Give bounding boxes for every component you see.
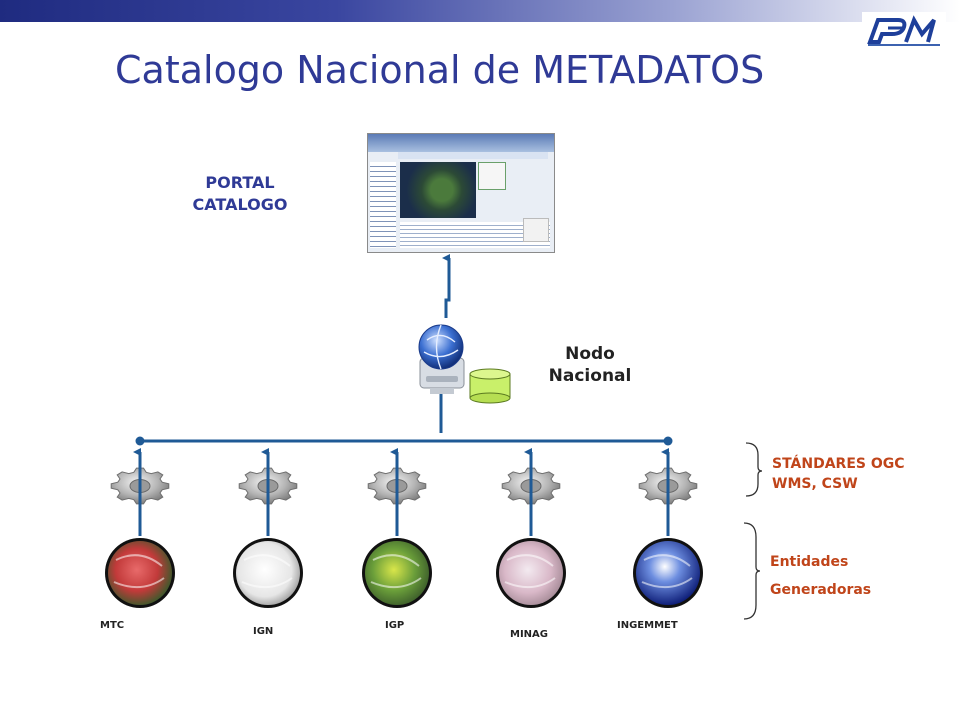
entity-column-ingemmet: [633, 448, 703, 608]
server-icon: [418, 324, 465, 394]
minag-globe-icon: [496, 538, 566, 608]
entity-label-mtc: MTC: [100, 620, 125, 631]
portal-label-line1: PORTAL: [205, 173, 275, 192]
ingemmet-globe-icon: [633, 538, 703, 608]
mtc-globe-icon: [105, 538, 175, 608]
bus-left-node: [135, 436, 145, 446]
portal-catalogo-label: PORTAL CATALOGO: [185, 172, 295, 216]
ign-globe-icon: [233, 538, 303, 608]
database-icon: [469, 368, 511, 404]
entity-column-igp: [362, 448, 432, 608]
entity-column-ign: [233, 448, 303, 608]
bus-right-node: [663, 436, 673, 446]
standards-bracket: [745, 442, 763, 497]
entity-label-igp: IGP: [385, 620, 405, 631]
uplink-arrow: [442, 254, 451, 318]
pem-logo-icon: [862, 12, 946, 50]
header-gradient-bar: [0, 0, 960, 22]
standards-line2: WMS, CSW: [772, 476, 858, 492]
standards-label: STÁNDARES OGC WMS, CSW: [772, 454, 905, 494]
entidades-label: Entidades Generadoras: [770, 548, 871, 604]
entity-label-ingemmet: INGEMMET: [617, 620, 678, 631]
entidades-line2: Generadoras: [770, 582, 872, 598]
entidades-bracket: [743, 522, 761, 620]
standards-line1: STÁNDARES OGC: [772, 456, 905, 472]
igp-globe-icon: [362, 538, 432, 608]
entidades-line1: Entidades: [770, 554, 849, 570]
portal-label-line2: CATALOGO: [192, 195, 288, 214]
portal-screenshot: [367, 133, 555, 253]
slide-title: Catalogo Nacional de METADATOS: [115, 48, 765, 92]
entity-column-mtc: [105, 448, 175, 608]
entity-column-minag: [496, 448, 566, 608]
nodo-nacional-label: Nodo Nacional: [540, 343, 640, 387]
nodo-label-line2: Nacional: [548, 366, 632, 386]
nodo-label-line1: Nodo: [565, 344, 615, 364]
entity-label-minag: MINAG: [510, 629, 548, 640]
entity-label-ign: IGN: [253, 626, 274, 637]
